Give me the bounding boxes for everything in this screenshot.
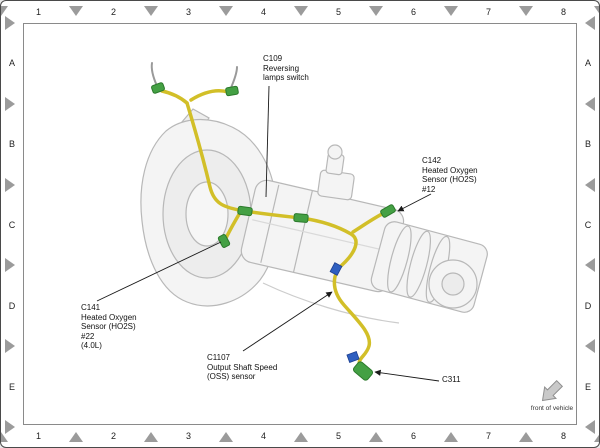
grid-col-label: 1 (35, 7, 41, 17)
grid-marker-triangle (219, 432, 233, 442)
grid-marker-triangle (69, 6, 83, 16)
grid-band-bottom: 1 2 3 4 5 6 7 8 (1, 425, 599, 447)
grid-marker-triangle (144, 432, 158, 442)
grid-band-left: A B C D E (1, 23, 23, 427)
callout-line: lamps switch (263, 73, 309, 82)
callout-c141: C141 Heated Oxygen Sensor (HO2S) #22 (4.… (81, 303, 137, 351)
grid-marker-triangle (585, 339, 595, 354)
leader-line-c141 (96, 241, 222, 302)
grid-col-label: 8 (560, 7, 566, 17)
grid-marker-triangle (519, 432, 533, 442)
grid-col-label: 3 (185, 431, 191, 441)
harness-retainer-bands (329, 262, 360, 363)
grid-col-label: 3 (185, 7, 191, 17)
grid-marker-triangle (5, 177, 15, 192)
callout-line: #22 (81, 331, 95, 341)
grid-marker-triangle (1, 432, 8, 442)
callout-line: Sensor (HO2S) (422, 175, 477, 184)
grid-row-label: A (8, 58, 15, 69)
callout-line: C1107 (207, 353, 230, 362)
grid-col-label: 8 (560, 431, 566, 441)
grid-row-label: B (8, 139, 15, 150)
grid-band-right: A B C D E (577, 23, 599, 427)
grid-row-label: C (8, 219, 16, 230)
front-of-vehicle-label: front of vehicle (530, 405, 574, 412)
grid-col-label: 1 (35, 431, 41, 441)
grid-marker-triangle (594, 6, 599, 16)
leader-line-c311 (374, 369, 440, 382)
grid-marker-triangle (585, 177, 595, 192)
grid-col-label: 7 (485, 431, 491, 441)
grid-col-label: 7 (485, 7, 491, 17)
callout-line: Sensor (HO2S) (81, 322, 136, 331)
grid-marker-triangle (5, 96, 15, 111)
transmission-case (140, 108, 488, 324)
grid-marker-triangle (5, 420, 15, 434)
grid-marker-triangle (1, 6, 8, 16)
front-of-vehicle-arrow-icon (541, 379, 564, 402)
callout-line: C142 (422, 156, 442, 165)
callout-line: Heated Oxygen (81, 312, 137, 322)
grid-marker-triangle (585, 16, 595, 30)
callout-line: #12 (422, 184, 436, 194)
grid-marker-triangle (519, 6, 533, 16)
callout-line: (4.0L) (81, 341, 102, 350)
leader-line-c1107 (242, 291, 333, 352)
grid-marker-triangle (369, 432, 383, 442)
grid-marker-triangle (69, 432, 83, 442)
grid-col-label: 6 (410, 7, 416, 17)
grid-row-label: E (584, 381, 591, 392)
grid-marker-triangle (585, 258, 595, 273)
grid-marker-triangle (294, 6, 308, 16)
callout-line: C109 (263, 54, 283, 63)
grid-col-label: 5 (335, 7, 341, 17)
harness-connectors (151, 82, 396, 381)
grid-col-label: 2 (110, 7, 116, 17)
grid-row-label: B (584, 139, 591, 150)
diagram-inner-frame (23, 23, 577, 425)
leader-line-c142 (397, 193, 432, 212)
callout-line: C311 (442, 375, 461, 384)
grid-row-label: C (584, 219, 592, 230)
grid-row-label: A (584, 58, 591, 69)
grid-row-label: D (584, 300, 592, 311)
grid-marker-triangle (5, 258, 15, 273)
grid-row-label: E (8, 381, 15, 392)
grid-marker-triangle (5, 16, 15, 30)
leader-line-c109 (265, 85, 270, 198)
callout-line: Output Shaft Speed (207, 362, 278, 372)
grid-marker-triangle (144, 6, 158, 16)
grid-band-top: 1 2 3 4 5 6 7 8 (1, 1, 599, 23)
grid-marker-triangle (219, 6, 233, 16)
wiring-harness (160, 89, 386, 370)
grid-marker-triangle (444, 432, 458, 442)
grid-marker-triangle (294, 432, 308, 442)
callout-line: Heated Oxygen (422, 165, 478, 175)
grid-col-label: 5 (335, 431, 341, 441)
grid-marker-triangle (444, 6, 458, 16)
grid-row-label: D (8, 300, 16, 311)
callout-line: C141 (81, 303, 101, 312)
harness-pigtails (150, 62, 238, 91)
callout-line: (OSS) sensor (207, 372, 256, 381)
grid-col-label: 6 (410, 431, 416, 441)
callout-c311: C311 (442, 375, 461, 385)
callout-c142: C142 Heated Oxygen Sensor (HO2S) #12 (422, 156, 478, 194)
grid-marker-triangle (585, 96, 595, 111)
callout-c109: C109 Reversing lamps switch (263, 54, 309, 83)
grid-col-label: 2 (110, 431, 116, 441)
grid-marker-triangle (585, 420, 595, 434)
grid-marker-triangle (369, 6, 383, 16)
callout-c1107: C1107 Output Shaft Speed (OSS) sensor (207, 353, 277, 382)
callout-line: Reversing (263, 63, 300, 73)
grid-marker-triangle (5, 339, 15, 354)
grid-col-label: 4 (260, 7, 266, 17)
grid-marker-triangle (594, 432, 599, 442)
grid-col-label: 4 (260, 431, 266, 441)
